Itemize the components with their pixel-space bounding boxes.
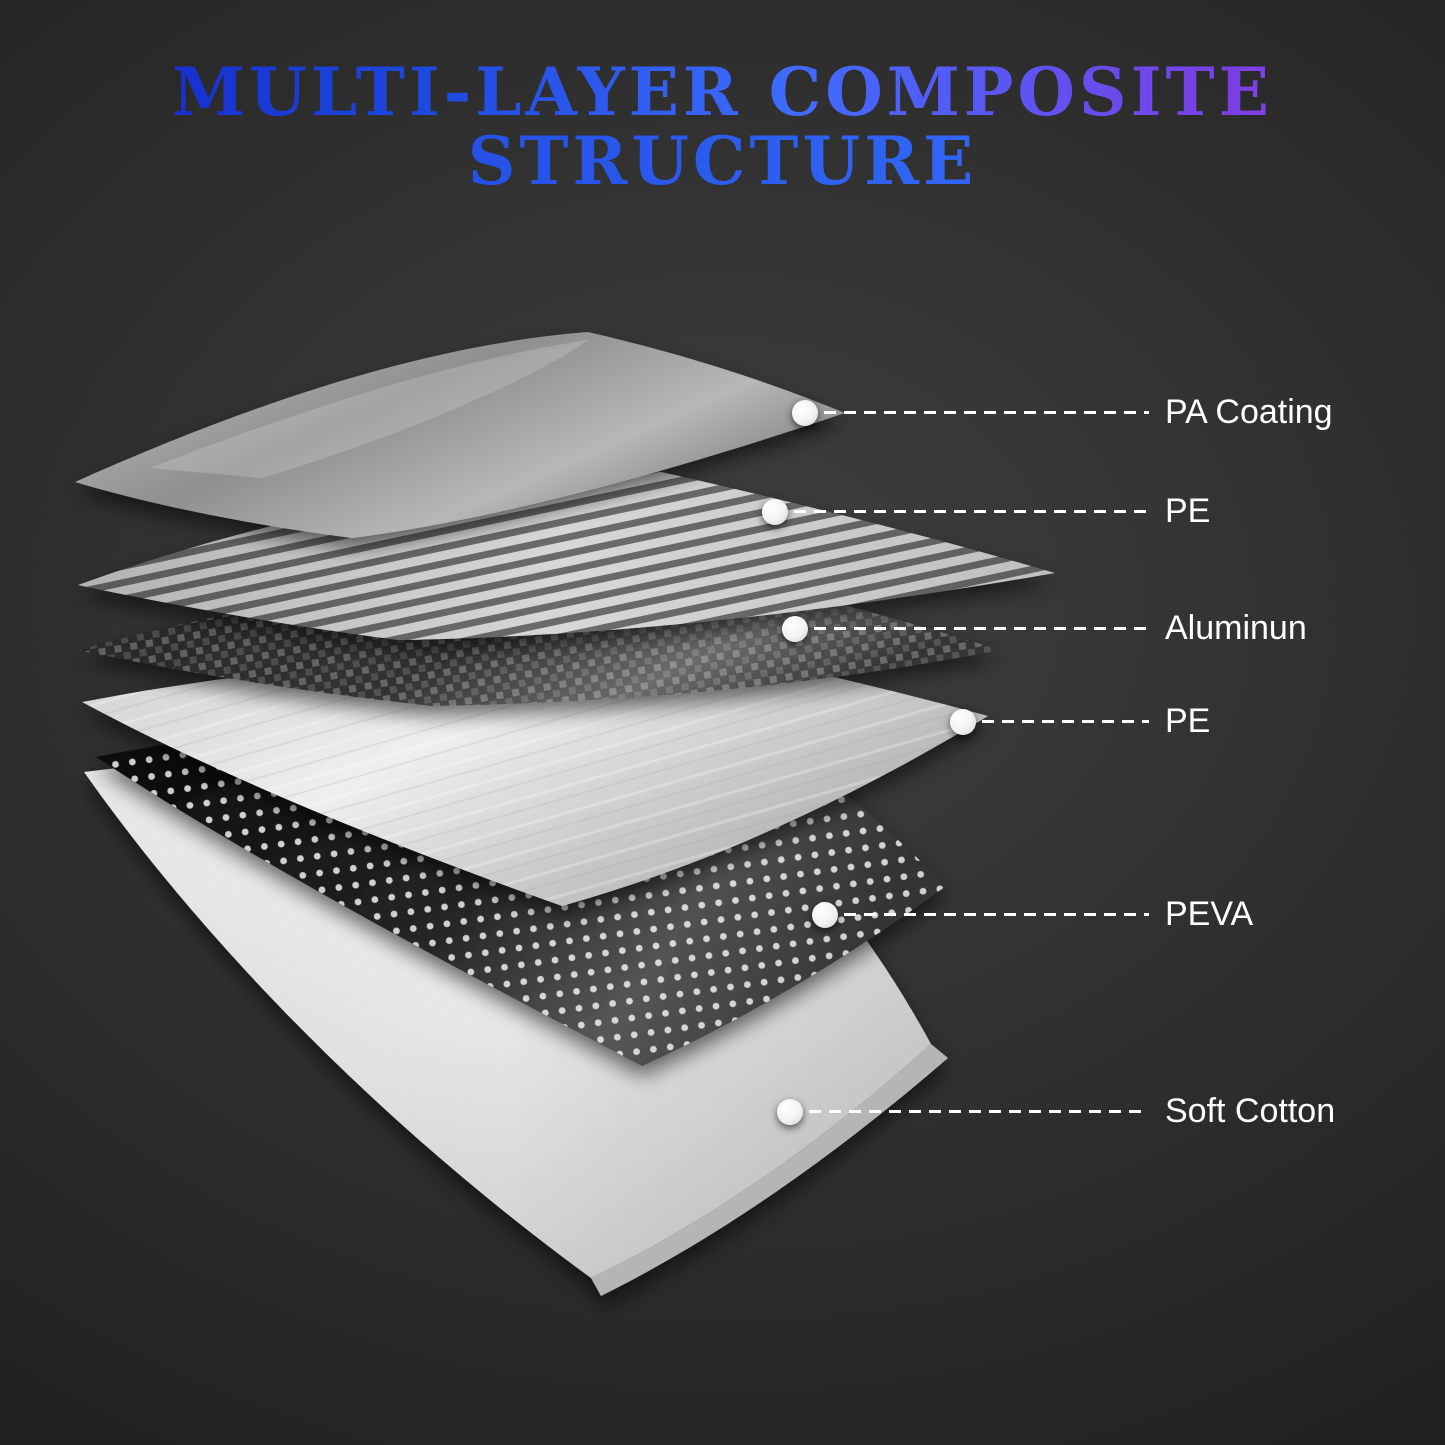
pa-coating-highlight (150, 340, 588, 478)
page-title-line2: STRUCTURE (0, 126, 1445, 196)
layer-label-soft-cotton: Soft Cotton (1165, 1092, 1336, 1130)
layer-label-pe-bottom: PE (1165, 702, 1211, 740)
callout-dashed-line (814, 627, 1149, 630)
callout-pe-top: PE (762, 492, 1210, 531)
page-title: MULTI-LAYER COMPOSITE STRUCTURE (0, 58, 1445, 195)
callout-dot (792, 399, 818, 426)
callout-soft-cotton: Soft Cotton (777, 1092, 1335, 1131)
pe-top-shading (78, 471, 1055, 640)
layer-label-peva: PEVA (1165, 895, 1254, 933)
layer-label-pa-coating: PA Coating (1165, 393, 1333, 431)
callout-dashed-line (809, 1110, 1149, 1113)
layer-pe-bottom (82, 647, 988, 906)
callout-dot (782, 615, 808, 642)
pe-bottom-streaks (82, 647, 988, 906)
callout-pa-coating: PA Coating (792, 393, 1333, 432)
callout-dot (777, 1098, 803, 1125)
callout-dot (762, 498, 788, 525)
callout-dot (812, 901, 838, 928)
callout-dashed-line (794, 510, 1149, 513)
layer-pa-coating (75, 332, 845, 538)
layer-pe-top (78, 471, 1055, 640)
callout-dashed-line (824, 411, 1149, 414)
callout-dashed-line (844, 913, 1149, 916)
callout-dashed-line (982, 720, 1149, 723)
layer-label-aluminum: Aluminun (1165, 609, 1307, 647)
page-title-line1: MULTI-LAYER COMPOSITE (0, 58, 1445, 127)
pa-coating-sheet (75, 332, 845, 538)
layer-label-pe-top: PE (1165, 492, 1211, 530)
callout-pe-bottom: PE (950, 702, 1210, 741)
callout-peva: PEVA (812, 895, 1253, 934)
callout-aluminum: Aluminun (782, 609, 1307, 648)
soft-cotton-thickness-edge (591, 1044, 948, 1296)
callout-dot (950, 708, 976, 735)
